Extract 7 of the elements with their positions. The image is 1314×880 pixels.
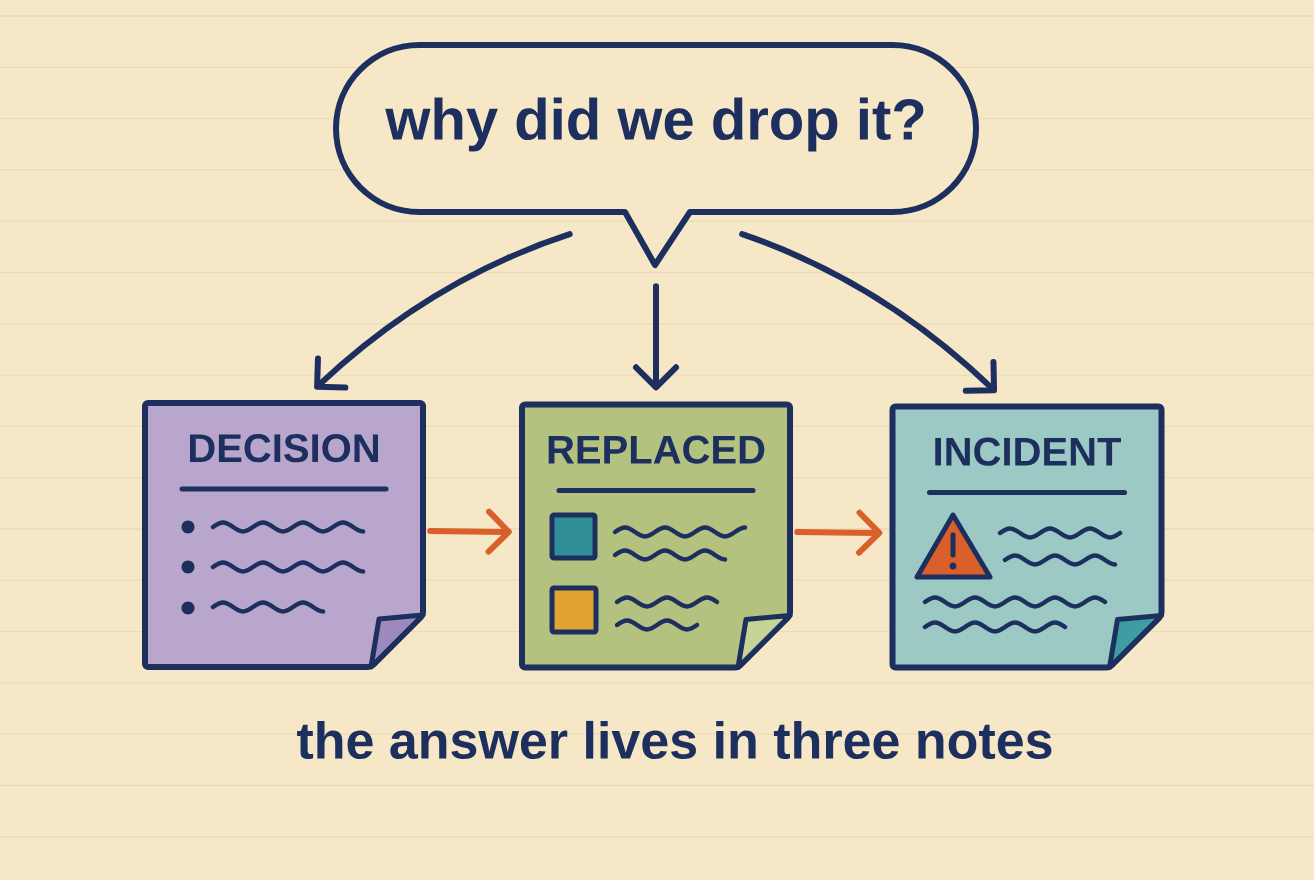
sticky-note: INCIDENT — [889, 403, 1165, 671]
arrow — [633, 283, 679, 391]
sticky-note: DECISION — [142, 400, 426, 670]
arrow — [739, 231, 998, 394]
speech-bubble: why did we drop it? — [333, 42, 979, 268]
caption: the answer lives in three notes — [297, 720, 1052, 760]
arrow — [314, 231, 573, 391]
